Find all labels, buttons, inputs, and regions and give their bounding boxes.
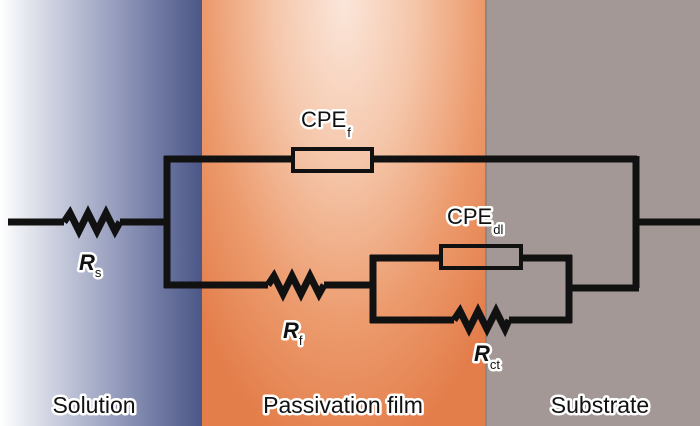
substrate-label: Substrate [551, 392, 649, 418]
resistor-rct [451, 303, 513, 338]
cpe-f-label: CPEf [301, 107, 351, 140]
cpe-dl-element [439, 244, 523, 270]
resistor-rs [61, 205, 124, 239]
cpe-f-element [291, 147, 374, 173]
solution-label: Solution [52, 392, 135, 418]
rct-label: Rct [474, 341, 500, 372]
cpe-dl-label: CPEdl [447, 204, 503, 237]
passivation-film-label: Passivation film [263, 392, 423, 418]
substrate-region [485, 0, 700, 426]
rf-label: Rf [283, 318, 303, 348]
rs-label: Rs [79, 250, 102, 280]
resistor-rf [265, 268, 328, 302]
passivation-film-region [202, 0, 485, 426]
